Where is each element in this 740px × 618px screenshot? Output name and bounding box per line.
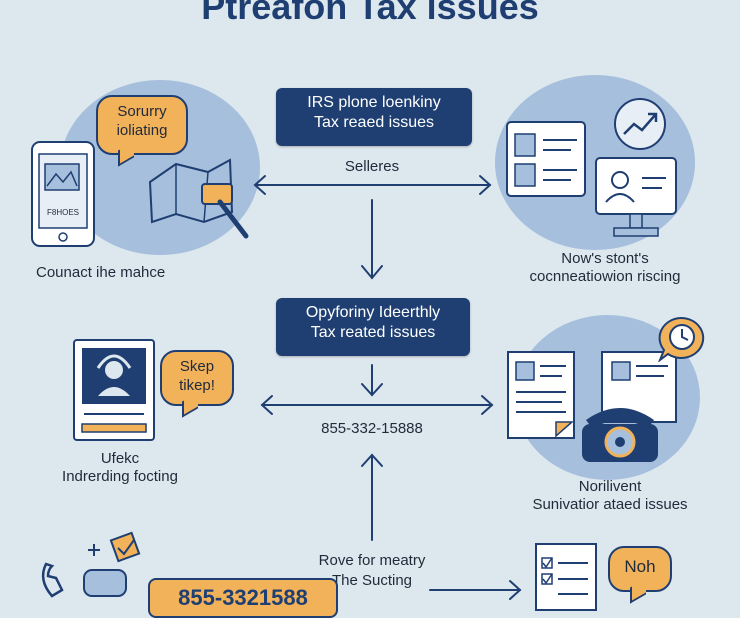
irs-issues-box: IRS plone loenkiny Tax reaed issues [276, 88, 472, 146]
id-card-icon [505, 120, 587, 198]
video-call-tablet-icon [72, 338, 156, 442]
phone-number-center: 855-332-15888 [321, 420, 423, 437]
computer-monitor-icon [594, 156, 678, 240]
irs-issues-line1: IRS plone loenkiny [307, 94, 441, 111]
left-top-caption: Counact ihe mahce [36, 264, 166, 281]
bubble-line2: ioliating [116, 122, 168, 139]
left-mid-caption-line2: Indrerding focting [62, 468, 178, 485]
rotary-telephone-icon [578, 400, 662, 464]
connector-arrows [253, 175, 522, 600]
phone-handset-check-icon [36, 530, 148, 600]
bubble-line1: Sorurry [117, 103, 167, 120]
identity-issues-line2: Tax reated issues [310, 324, 436, 341]
identity-issues-line1: Opyforiny Ideerthly [305, 304, 441, 321]
sellers-label: Selleres [344, 158, 400, 175]
trend-chart-icon [612, 96, 668, 152]
checklist-icon [534, 542, 604, 612]
bottom-center-line1: Rove for meatry [318, 552, 426, 569]
right-top-caption-line1: Now's stont's [561, 250, 649, 267]
phone-number-banner: 855-3321588 [148, 578, 338, 618]
bubble-line2: tikep! [179, 377, 215, 394]
bottom-center-line2: The Sucting [331, 572, 413, 589]
page-title: Ptreafon Tax issues [201, 0, 539, 27]
bubble-text: Noh [624, 557, 656, 576]
right-mid-caption-line2: Sunivatior ataed issues [532, 496, 688, 513]
clock-bubble-icon [656, 316, 706, 363]
speech-bubble-skep: Skep tikep! [160, 350, 234, 406]
speech-bubble-noh: Noh [608, 546, 672, 592]
smartphone-icon: F8HOES [30, 140, 96, 248]
left-mid-caption-line1: Ufekc [100, 450, 140, 467]
documents-icon [506, 348, 682, 440]
phone-screen-label: F8HOES [46, 208, 79, 217]
speech-bubble-sorurry: Sorurry ioliating [96, 95, 188, 155]
irs-issues-line2: Tax reaed issues [313, 114, 435, 131]
right-top-caption-line2: cocnneatiowion riscing [529, 268, 681, 285]
map-pen-icon [146, 152, 252, 242]
right-mid-caption-line1: Norilivent [578, 478, 642, 495]
identity-issues-box: Opyforiny Ideerthly Tax reated issues [276, 298, 470, 356]
bubble-line1: Skep [179, 358, 215, 375]
